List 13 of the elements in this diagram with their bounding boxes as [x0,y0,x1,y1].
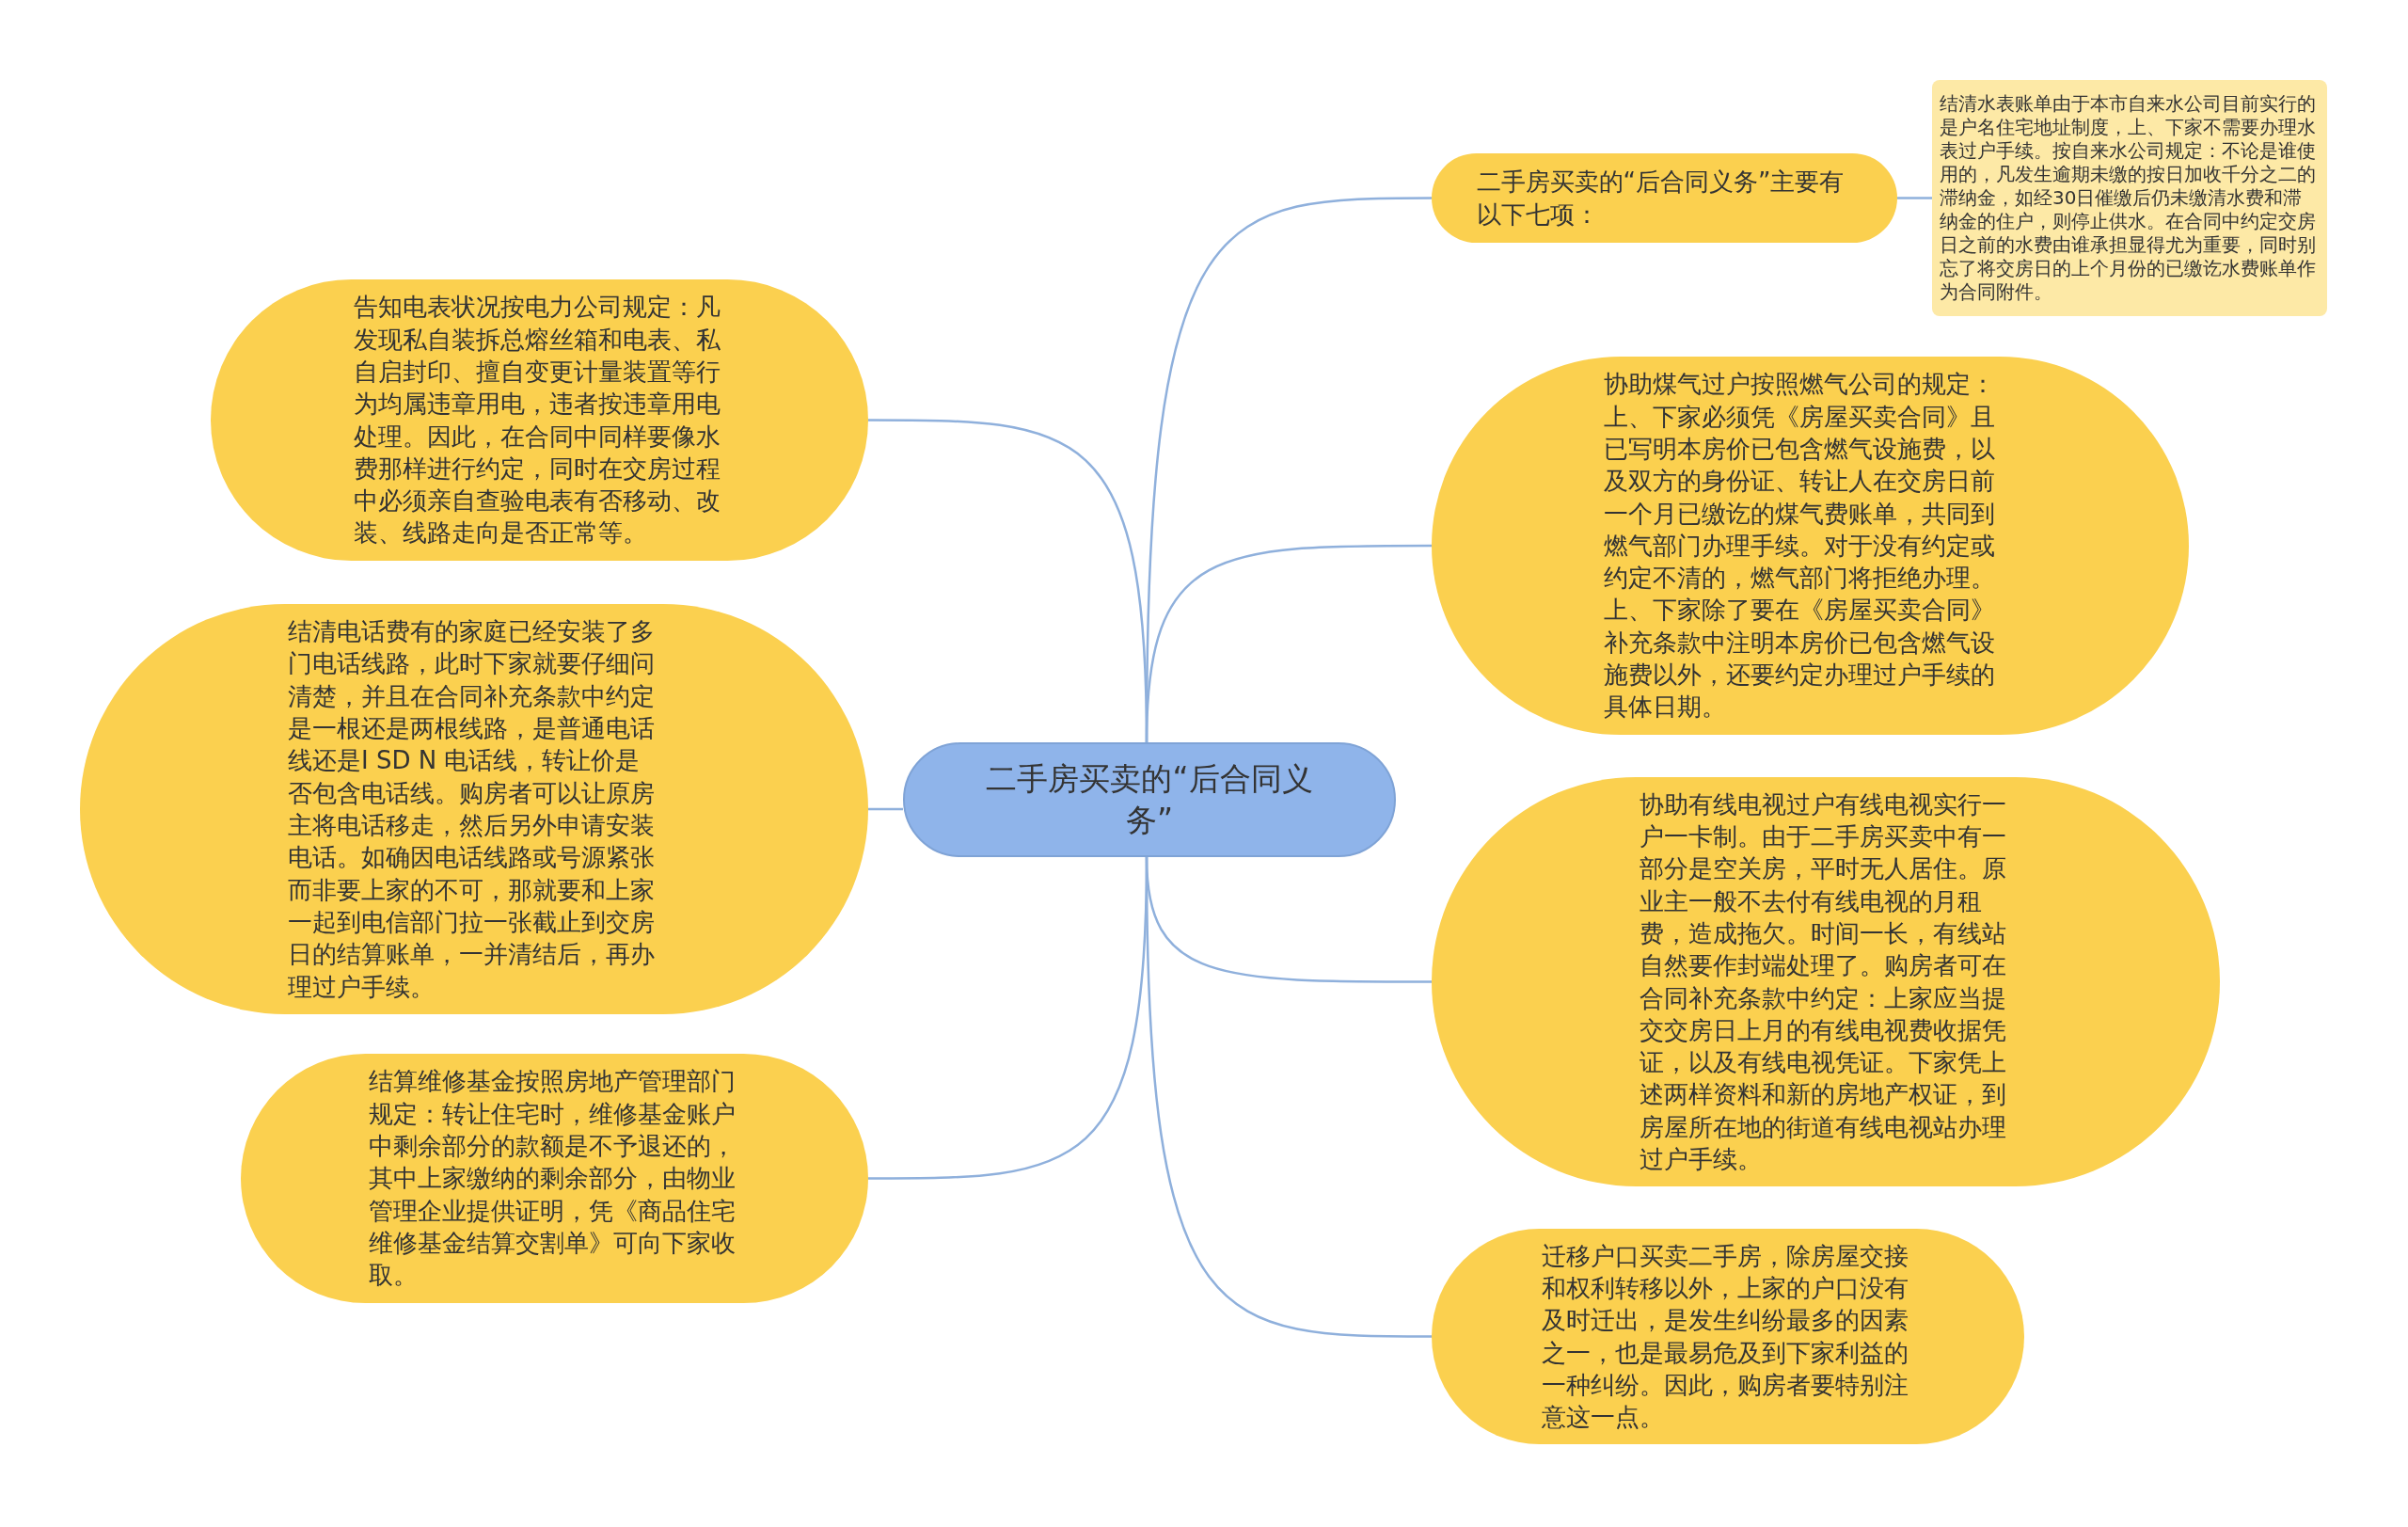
topic-box: 迁移户口买卖二手房，除房屋交接和权利转移以外，上家的户口没有及时迁出，是发生纠纷最多的因素之一，也是最易危及到下家利益的一种纠纷。因此，购房者要特别注意这一点。 [1432,1229,2024,1444]
connector-line [1897,197,1932,199]
central-topic-box: 二手房买卖的“后合同义务” [903,742,1396,857]
connector-line [868,856,1149,1180]
topic-box: 结算维修基金按照房地产管理部门规定：转让住宅时，维修基金账户中剩余部分的款额是不予退还的，其中上家缴纳的剩余部分，由物业管理企业提供证明，凭《商品住宅维修基金结算交割单》可向下家收取。 [241,1054,868,1303]
topic-box: 协助煤气过户按照燃气公司的规定：上、下家必须凭《房屋买卖合同》且已写明本房价已包含燃气设施费，以及双方的身份证、转让人在交房日前一个月已缴讫的煤气费账单，共同到燃气部门办理手续。对于没有约定或约定不清的，燃气部门将拒绝办理。上、下家除了要在《房屋买卖合同》补充条款中注明本房价已包含燃气设施费以外，还要约定办理过户手续的具体日期。 [1432,357,2189,735]
connector-line [868,419,1149,743]
connector-line [868,807,903,811]
topic-box: 协助有线电视过户有线电视实行一户一卡制。由于二手房买卖中有一部分是空关房，平时无人居住。原业主一般不去付有线电视的月租费，造成拖欠。时间一长，有线站自然要作封端处理了。购房者可在合同补充条款中约定：上家应当提交交房日上月的有线电视费收据凭证，以及有线电视凭证。下家凭上述两样资料和新的房地产权证，到房屋所在地的街道有线电视站办理过户手续。 [1432,777,2220,1186]
topic-box: 二手房买卖的“后合同义务”主要有以下七项： [1432,153,1897,243]
topic-box: 告知电表状况按电力公司规定：凡发现私自装拆总熔丝箱和电表、私自启封印、擅自变更计量装置等行为均属违章用电，违者按违章用电处理。因此，在合同中同样要像水费那样进行约定，同时在交房过程中必须亲自查验电表有否移动、改装、线路走向是否正常等。 [211,279,868,561]
topic-box: 结清电话费有的家庭已经安装了多门电话线路，此时下家就要仔细问清楚，并且在合同补充条款中约定是一根还是两根线路，是普通电话线还是I SD N 电话线，转让价是否包含电话线。购房者可以让原房主将电话移走，然后另外申请安装电话。如确因电话线路或号源紧张而非要上家的不可，那就要和上家一起到电信部门拉一张截止到交房日的结算账单，一并清结后，再办理过户手续。 [80,604,868,1014]
note-box: 结清水表账单由于本市自来水公司目前实行的是户名住宅地址制度，上、下家不需要办理水表过户手续。按自来水公司规定：不论是谁使用的，凡发生逾期未缴的按日加收千分之二的滞纳金，如经30日催缴后仍未缴清水费和滞纳金的住户，则停止供水。在合同中约定交房日之前的水费由谁承担显得尤为重要，同时别忘了将交房日的上个月份的已缴讫水费账单作为合同附件。 [1932,80,2327,316]
